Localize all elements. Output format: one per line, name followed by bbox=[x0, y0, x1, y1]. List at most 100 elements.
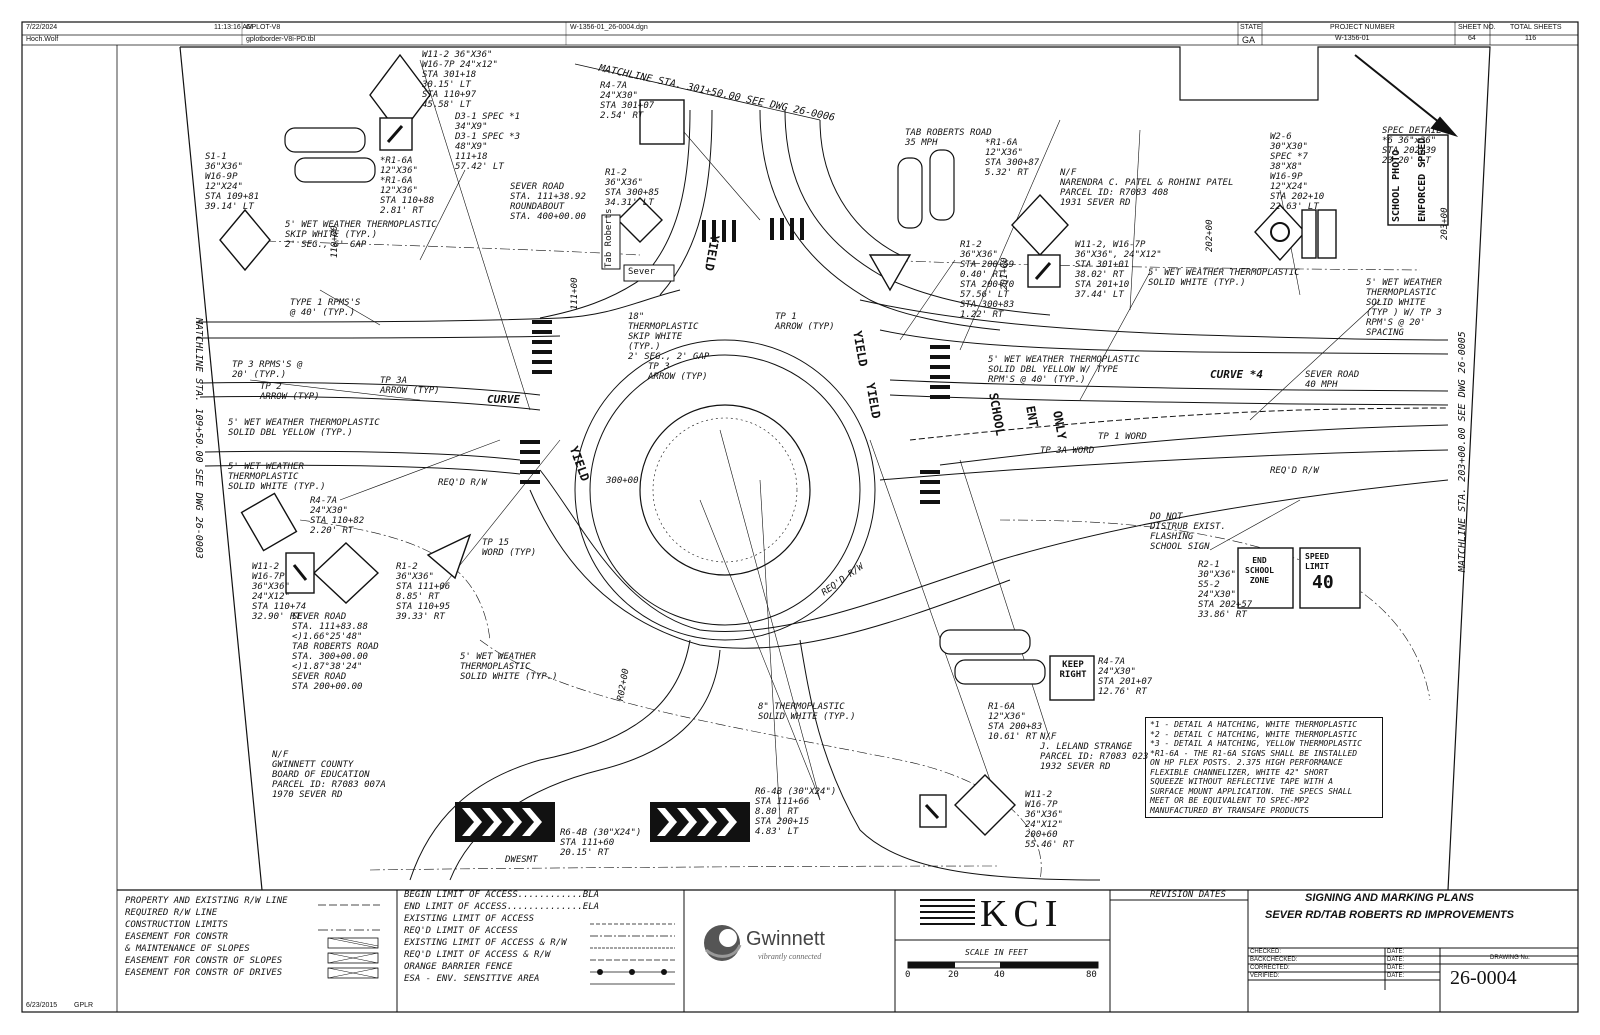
scale-tick: 80 bbox=[1086, 970, 1097, 980]
speed-limit-value: 40 bbox=[1312, 572, 1334, 593]
callout-wet-white-far: 5' WET WEATHER THERMOPLASTIC SOLID WHITE… bbox=[1366, 278, 1442, 338]
curve-label: CURVE bbox=[487, 393, 521, 406]
legend-item: EASEMENT FOR CONSTR OF SLOPES bbox=[125, 956, 283, 966]
header-total-label: TOTAL SHEETS bbox=[1510, 24, 1562, 31]
callout-nf-gwinnett: N/F GWINNETT COUNTY BOARD OF EDUCATION P… bbox=[272, 750, 386, 800]
callout-r4-7a-left: R4-7A 24"X30" STA 110+82 2.20' RT bbox=[310, 496, 365, 536]
callout-tp1-word: TP 1 WORD bbox=[1098, 432, 1147, 442]
callout-r4-7a-right: R4-7A 24"X30" STA 201+07 12.76' RT bbox=[1098, 657, 1153, 697]
callout-thermo-8: 8" THERMOPLASTIC SOLID WHITE (TYP.) bbox=[758, 702, 856, 722]
checked-label: CHECKED: bbox=[1250, 949, 1282, 955]
callout-tp2: TP 2 ARROW (TYP) bbox=[260, 382, 320, 402]
callout-tp15: TP 15 WORD (TYP) bbox=[482, 538, 537, 558]
header-sheet-label: SHEET NO. bbox=[1458, 24, 1496, 31]
footer-date: 6/23/2015 bbox=[26, 1002, 58, 1009]
pavement-ent: ENT bbox=[1023, 404, 1041, 429]
legend-item: REQ'D LIMIT OF ACCESS bbox=[404, 926, 518, 936]
backchecked-label: BACKCHECKED: bbox=[1250, 957, 1298, 963]
legend-item: EXISTING LIMIT OF ACCESS & R/W bbox=[404, 938, 567, 948]
header-time: 11:13:16 AM bbox=[214, 24, 253, 31]
callout-wet-skip: 5' WET WEATHER THERMOPLASTIC SKIP WHITE … bbox=[285, 220, 437, 250]
tab-roberts-label: TAB ROBERTS ROAD 35 MPH bbox=[905, 128, 992, 148]
school-photo-sign-2: ENFORCED SPEED bbox=[1417, 137, 1428, 222]
legend-item: BEGIN LIMIT OF ACCESS............BLA bbox=[404, 890, 600, 900]
date-label: DATE: bbox=[1387, 973, 1405, 979]
legend-item: ESA - ENV. SENSITIVE AREA bbox=[404, 974, 540, 984]
legend-item: EXISTING LIMIT OF ACCESS bbox=[404, 914, 535, 924]
reqd-rw-1: REQ'D R/W bbox=[438, 478, 487, 488]
header-user: Hoch.Wolf bbox=[26, 36, 59, 43]
callout-sever-geom: SEVER ROAD STA. 111+83.88 <)1.66°25'48" … bbox=[292, 612, 379, 692]
callout-w11-2-top: W11-2 36"X36" W16-7P 24"x12" STA 301+18 … bbox=[422, 50, 498, 110]
end-school-sign: END SCHOOL ZONE bbox=[1245, 556, 1274, 585]
pavement-only: ONLY bbox=[1050, 409, 1069, 441]
callout-wet-white-bot: 5' WET WEATHER THERMOPLASTIC SOLID WHITE… bbox=[460, 652, 558, 682]
sta-111: 111+00 bbox=[570, 277, 580, 310]
footer-code: GPLR bbox=[74, 1002, 94, 1009]
callout-r6-4b-b: R6-4B (30"X24") STA 111+60 20.15' RT bbox=[560, 828, 642, 858]
header-dgn: W-1356-01_26-0004.dgn bbox=[570, 24, 648, 31]
callout-r1-2-top: R1-2 36"X36" STA 300+85 34.31' LT bbox=[605, 168, 660, 208]
callout-wet-white-right: 5' WET WEATHER THERMOPLASTIC SOLID WHITE… bbox=[1148, 268, 1300, 288]
header-total: 116 bbox=[1525, 35, 1537, 42]
title-line2: SEVER RD/TAB ROBERTS RD IMPROVEMENTS bbox=[1265, 909, 1514, 921]
callout-r1-2-left: R1-2 36"X36" STA 111+06 8.85' RT STA 110… bbox=[396, 562, 451, 622]
callout-r1-6a-bot: R1-6A 12"X36" STA 200+83 10.61' RT bbox=[988, 702, 1043, 742]
corrected-label: CORRECTED: bbox=[1250, 965, 1290, 971]
callout-spec-detail: SPEC DETAIL *6 36"x36" STA 202+39 23.20'… bbox=[1382, 126, 1442, 166]
legend-item: EASEMENT FOR CONSTR OF DRIVES bbox=[125, 968, 283, 978]
callout-thermo-18: 18" THERMOPLASTIC SKIP WHITE (TYP.) 2' S… bbox=[628, 312, 710, 362]
callout-r1-6a-top: *R1-6A 12"X36" STA 300+87 5.32' RT bbox=[985, 138, 1040, 178]
callout-tp3-arrow: TP 3 ARROW (TYP) bbox=[648, 362, 708, 382]
header-state: GA bbox=[1242, 35, 1256, 45]
header-project-label: PROJECT NUMBER bbox=[1330, 24, 1395, 31]
callout-s1-1: S1-1 36"X36" W16-9P 12"X24" STA 109+81 3… bbox=[205, 152, 260, 212]
date-label: DATE: bbox=[1387, 957, 1405, 963]
callout-nf-patel: N/F NARENDRA C. PATEL & ROHINI PATEL PAR… bbox=[1060, 168, 1234, 208]
callout-w2-6: W2-6 30"X30" SPEC *7 38"X8" W16-9P 12"X2… bbox=[1270, 132, 1325, 212]
callout-do-not: DO NOT DISTRUB EXIST. FLASHING SCHOOL SI… bbox=[1150, 512, 1226, 552]
callout-r4-7a-top: R4-7A 24"X30" STA 301+07 2.54' RT bbox=[600, 81, 655, 121]
callout-r1-2-mid: R1-2 36"X36" STA 200+59 0.40' RT STA 200… bbox=[960, 240, 1015, 320]
dwesmt-label: DWESMT bbox=[505, 855, 538, 865]
notes-box: *1 - DETAIL A HATCHING, WHITE THERMOPLAS… bbox=[1145, 717, 1383, 818]
date-label: DATE: bbox=[1387, 949, 1405, 955]
scale-tick: 20 bbox=[948, 970, 959, 980]
legend-item: END LIMIT OF ACCESS..............ELA bbox=[404, 902, 600, 912]
school-photo-sign: SCHOOL PHOTO bbox=[1391, 149, 1402, 222]
date-label: DATE: bbox=[1387, 965, 1405, 971]
header-sheet: 64 bbox=[1468, 35, 1476, 42]
callout-nf-strange: N/F J. LELAND STRANGE PARCEL ID: R7083 0… bbox=[1040, 732, 1149, 772]
sta-203: 203+00 bbox=[1440, 207, 1450, 240]
gwinnett-logo bbox=[704, 925, 742, 961]
matchline-left: MATCHLINE STA. 109+50.00 SEE DWG 26-0003 bbox=[193, 318, 204, 559]
sever-blade: Sever bbox=[628, 267, 656, 277]
callout-r6-4b-a: R6-4B (30"X24") STA 111+66 8.80' RT STA … bbox=[755, 787, 837, 837]
callout-tp3a-word: TP 3A WORD bbox=[1040, 446, 1095, 456]
legend-item: EASEMENT FOR CONSTR bbox=[125, 932, 228, 942]
callout-w11-2-left: W11-2 W16-7P 36"X36" 24"X12" STA 110+74 … bbox=[252, 562, 307, 622]
kci-logo: KCI bbox=[980, 893, 1064, 935]
reqd-rw-2: REQ'D R/W bbox=[1270, 466, 1319, 476]
callout-type1: TYPE 1 RPMS'S @ 40' (TYP.) bbox=[290, 298, 361, 318]
header-plot: GPLOT-V8 bbox=[246, 24, 281, 31]
sever-road-label: SEVER ROAD 40 MPH bbox=[1305, 370, 1360, 390]
tab-roberts-blade: Tab Roberts bbox=[604, 208, 614, 268]
legend-item: & MAINTENANCE OF SLOPES bbox=[125, 944, 250, 954]
header-pen: gplotborder-V8i-PD.tbl bbox=[246, 36, 316, 43]
legend-item: ORANGE BARRIER FENCE bbox=[404, 962, 513, 972]
scale-tick: 0 bbox=[905, 970, 911, 980]
header-project: W-1356-01 bbox=[1335, 35, 1370, 42]
roundabout-label: SEVER ROAD STA. 111+38.92 ROUNDABOUT STA… bbox=[510, 182, 586, 222]
callout-r1-6a-left: *R1-6A 12"X36" *R1-6A 12"X36" STA 110+88… bbox=[380, 156, 435, 216]
scale-tick: 40 bbox=[994, 970, 1005, 980]
gwinnett-tagline: vibrantly connected bbox=[758, 952, 822, 961]
legend-item: REQUIRED R/W LINE bbox=[125, 908, 218, 918]
legend-item: REQ'D LIMIT OF ACCESS & R/W bbox=[404, 950, 551, 960]
legend-item: PROPERTY AND EXISTING R/W LINE bbox=[125, 896, 288, 906]
callout-w11-2-bot: W11-2 W16-7P 36"X36" 24"X12" 200+60 55.4… bbox=[1025, 790, 1074, 850]
